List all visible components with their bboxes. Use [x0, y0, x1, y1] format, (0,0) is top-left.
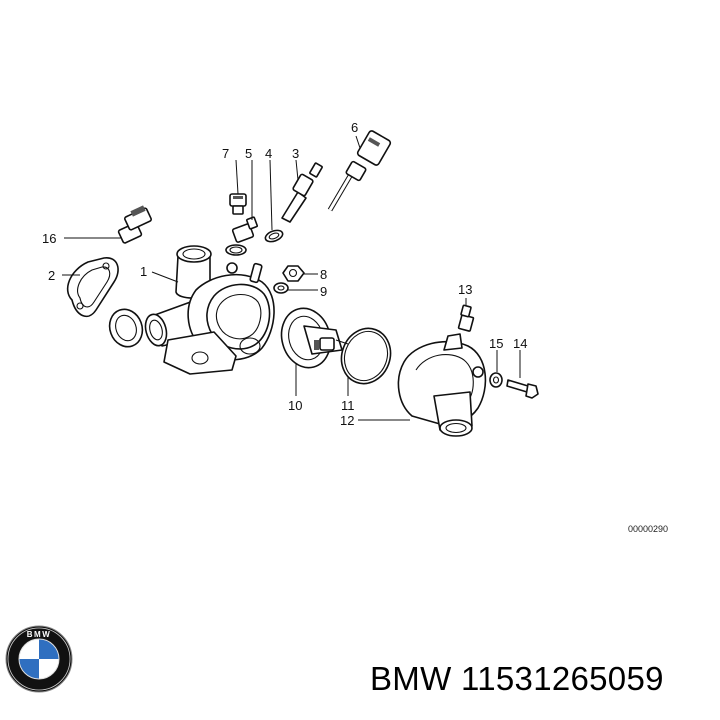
- callout-1: 1: [140, 264, 147, 279]
- callout-14: 14: [513, 336, 527, 351]
- part-2-gasket: [66, 257, 119, 318]
- part-number: 11531265059: [461, 660, 664, 697]
- callout-5: 5: [245, 146, 252, 161]
- leader-lines: [62, 135, 521, 421]
- part-6-sensor-connector: [327, 130, 392, 212]
- callout-13: 13: [458, 282, 472, 297]
- bmw-logo: BMW: [5, 625, 73, 693]
- part-10-thermostat: [280, 307, 349, 369]
- callout-10: 10: [288, 398, 302, 413]
- part-5-sensor: [225, 216, 258, 256]
- callout-2: 2: [48, 268, 55, 283]
- callout-11: 11: [341, 398, 355, 413]
- callout-9: 9: [320, 284, 327, 299]
- part-14-bolt: [506, 379, 539, 399]
- part-3-temperature-sender: [281, 162, 323, 223]
- callout-16: 16: [42, 231, 56, 246]
- part-11-o-ring: [340, 327, 392, 385]
- part-caption: BMW 11531265059: [370, 660, 715, 704]
- brand-name: BMW: [370, 660, 452, 697]
- diagram-reference-code: 00000290: [628, 524, 668, 534]
- part-9-washer: [273, 282, 289, 294]
- part-12-thermostat-cover: [397, 333, 487, 437]
- callout-15: 15: [489, 336, 503, 351]
- callout-4: 4: [265, 146, 272, 161]
- callout-7: 7: [222, 146, 229, 161]
- part-16-temperature-switch: [117, 205, 152, 244]
- part-8-nut: [282, 265, 305, 282]
- part-13-bleed-screw: [457, 304, 475, 332]
- callout-6: 6: [351, 120, 358, 135]
- part-4-seal-ring: [264, 229, 284, 243]
- logo-lettering: BMW: [27, 630, 52, 639]
- callout-labels: 16 2 1 7 5 4 3 6 8 9 10 11 12 13 15 14: [42, 120, 527, 428]
- part-7-plug: [229, 193, 247, 215]
- callout-3: 3: [292, 146, 299, 161]
- callout-8: 8: [320, 267, 327, 282]
- hose-clamp: [108, 308, 144, 348]
- part-15-washer: [489, 372, 503, 388]
- part-1-thermostat-housing: [144, 245, 275, 375]
- callout-12: 12: [340, 413, 354, 428]
